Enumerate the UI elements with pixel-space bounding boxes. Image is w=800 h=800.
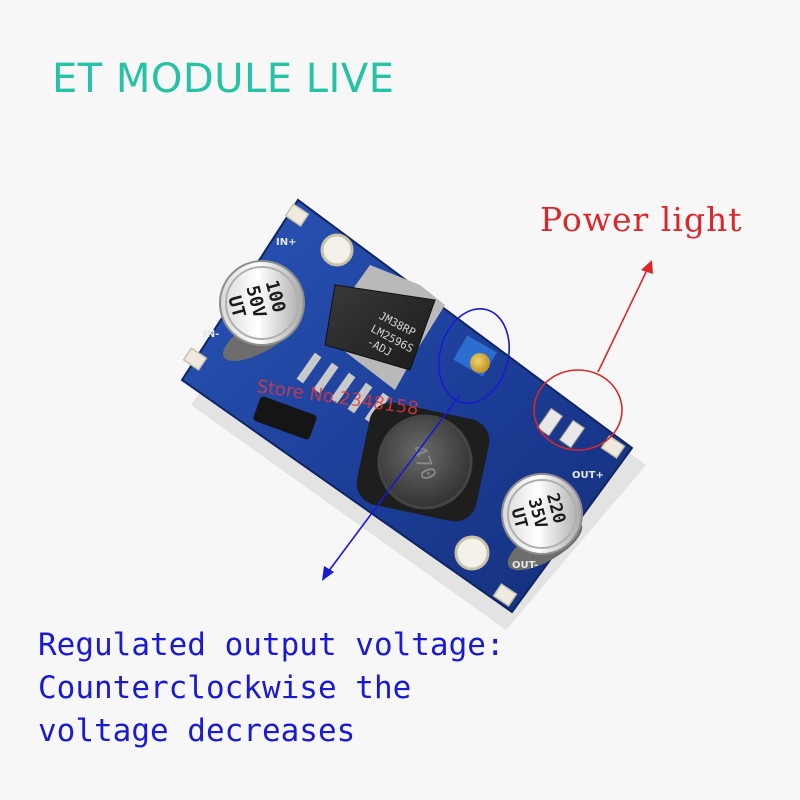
power-light-arrow-head	[641, 260, 653, 274]
description-line-2: Counterclockwise the	[38, 670, 412, 706]
power-led	[536, 407, 586, 449]
silk-in-minus: IN-	[203, 329, 219, 340]
input-capacitor	[219, 260, 305, 361]
inductor	[356, 402, 490, 522]
output-voltage-arrow-head	[322, 566, 334, 581]
description-line-1: Regulated output voltage:	[38, 627, 505, 663]
silk-in-plus: IN+	[276, 237, 296, 248]
output-voltage-description: Regulated output voltage: Counterclockwi…	[38, 624, 778, 753]
output-voltage-arrow-line	[327, 394, 461, 573]
description-line-3: voltage decreases	[38, 713, 356, 749]
potentiometer	[470, 353, 490, 373]
diode	[253, 396, 317, 440]
power-light-highlight	[533, 369, 623, 451]
brand-title: ET MODULE LIVE	[52, 56, 395, 102]
silk-out-plus: OUT+	[572, 470, 604, 481]
power-light-arrow-line	[597, 267, 649, 373]
potentiometer-highlight	[438, 308, 510, 404]
regulator-chip	[296, 265, 445, 424]
power-light-label: Power light	[540, 200, 743, 239]
silk-out-minus: OUT-	[512, 560, 538, 571]
output-capacitor	[501, 473, 583, 571]
